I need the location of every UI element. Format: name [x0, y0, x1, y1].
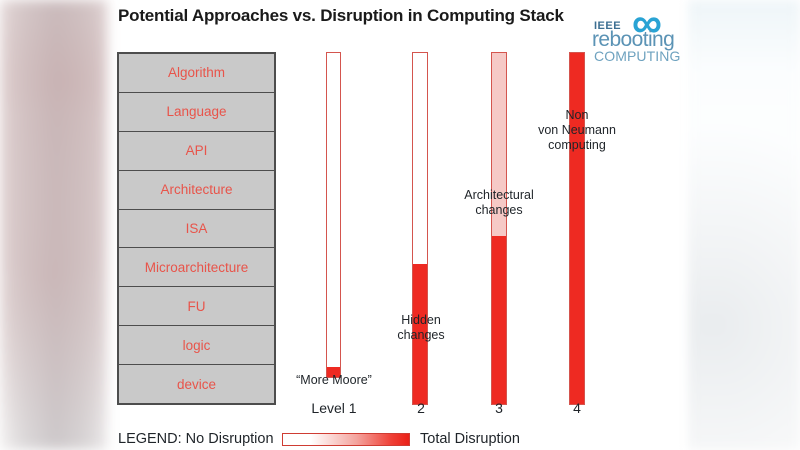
disruption-bar-1-annotation: “More Moore” [296, 373, 372, 387]
infinity-icon: ∞ [632, 0, 662, 46]
stack-layer-device: device [119, 365, 274, 404]
letterbox-right-blur [688, 0, 800, 450]
stack-layer-algorithm: Algorithm [119, 54, 274, 93]
legend-gradient-bar [281, 432, 410, 446]
stack-layer-isa: ISA [119, 209, 274, 249]
legend-total-disruption-label: Total Disruption [420, 431, 520, 447]
stack-layer-logic: logic [119, 326, 274, 366]
disruption-bar-2-axis-label: 2 [417, 400, 425, 416]
logo-word-rebooting: rebooting [592, 28, 675, 51]
disruption-bar-1 [326, 52, 341, 378]
disruption-bar-3-axis-label: 3 [495, 400, 503, 416]
stack-layer-language: Language [119, 92, 274, 132]
disruption-bar-2-fill [413, 263, 427, 404]
legend-no-disruption-label: LEGEND: No Disruption [118, 431, 274, 447]
disruption-bar-3 [491, 52, 507, 405]
ieee-wordmark: IEEE [594, 20, 622, 32]
disruption-bar-2 [412, 52, 428, 405]
stack-layer-api: API [119, 131, 274, 171]
disruption-bar-1-axis-label: Level 1 [311, 400, 357, 416]
disruption-bar-4-annotation: Non von Neumann computing [538, 108, 616, 152]
stack-layer-microarchitecture: Microarchitecture [119, 248, 274, 288]
logo-word-computing: COMPUTING [594, 48, 681, 64]
disruption-bar-4-fill [570, 53, 584, 404]
computing-stack: Algorithm Language API Architecture ISA … [117, 52, 276, 405]
letterbox-left-blur [0, 0, 107, 450]
disruption-bar-4 [569, 52, 585, 405]
stack-layer-architecture: Architecture [119, 170, 274, 210]
disruption-bar-1-fill [327, 367, 340, 377]
disruption-bar-4-axis-label: 4 [573, 400, 581, 416]
ieee-rebooting-computing-logo: IEEE ∞ rebooting COMPUTING [592, 2, 698, 66]
slide-title: Potential Approaches vs. Disruption in C… [118, 6, 564, 25]
legend: LEGEND: No Disruption Total Disruption [118, 428, 520, 450]
stack-layer-fu: FU [119, 287, 274, 327]
disruption-bar-3-fill [492, 235, 506, 404]
disruption-bar-3-annotation: Architectural changes [464, 188, 534, 217]
disruption-bar-2-annotation: Hidden changes [397, 313, 445, 342]
